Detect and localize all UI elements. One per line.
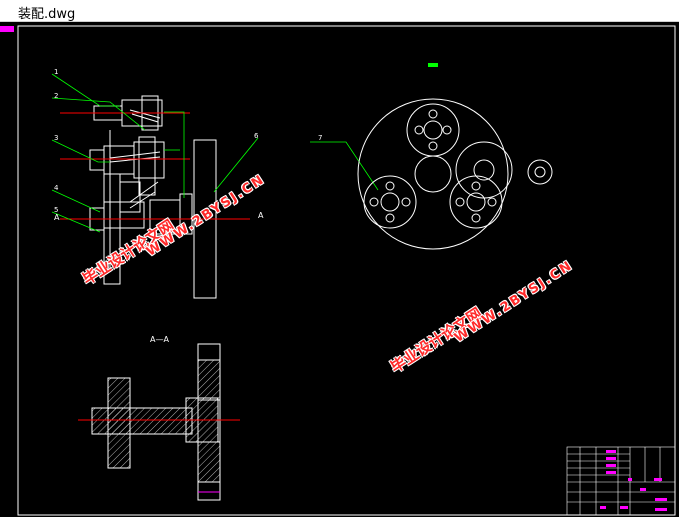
part-number-5: 5	[54, 206, 58, 214]
part-number-7: 7	[318, 134, 322, 142]
centerlines-side	[60, 112, 250, 220]
window-title: 装配.dwg	[18, 7, 76, 22]
section-marker-left: A	[54, 213, 60, 222]
magenta-tab	[0, 26, 14, 32]
part-number-2: 2	[54, 92, 58, 100]
part-number-6: 6	[254, 132, 259, 140]
part-number-labels: 1 2 3 4 5 6 7	[54, 68, 322, 214]
leader-lines	[51, 73, 379, 233]
cad-drawing-canvas[interactable]: 1 2 3 4 5 6 7 A A A—	[0, 22, 679, 517]
window-titlebar: 装配.dwg	[0, 0, 679, 22]
part-number-3: 3	[54, 134, 58, 142]
section-marker-right: A	[258, 211, 264, 220]
planetary-front-view	[357, 98, 553, 250]
drawing-svg: 1 2 3 4 5 6 7 A A A—	[0, 25, 676, 516]
green-marker	[428, 63, 438, 67]
part-number-1: 1	[54, 68, 58, 76]
title-block	[566, 446, 676, 516]
section-view	[91, 343, 221, 501]
section-title: A—A	[150, 335, 169, 344]
drawing-frame	[17, 25, 676, 516]
part-number-4: 4	[54, 184, 59, 192]
